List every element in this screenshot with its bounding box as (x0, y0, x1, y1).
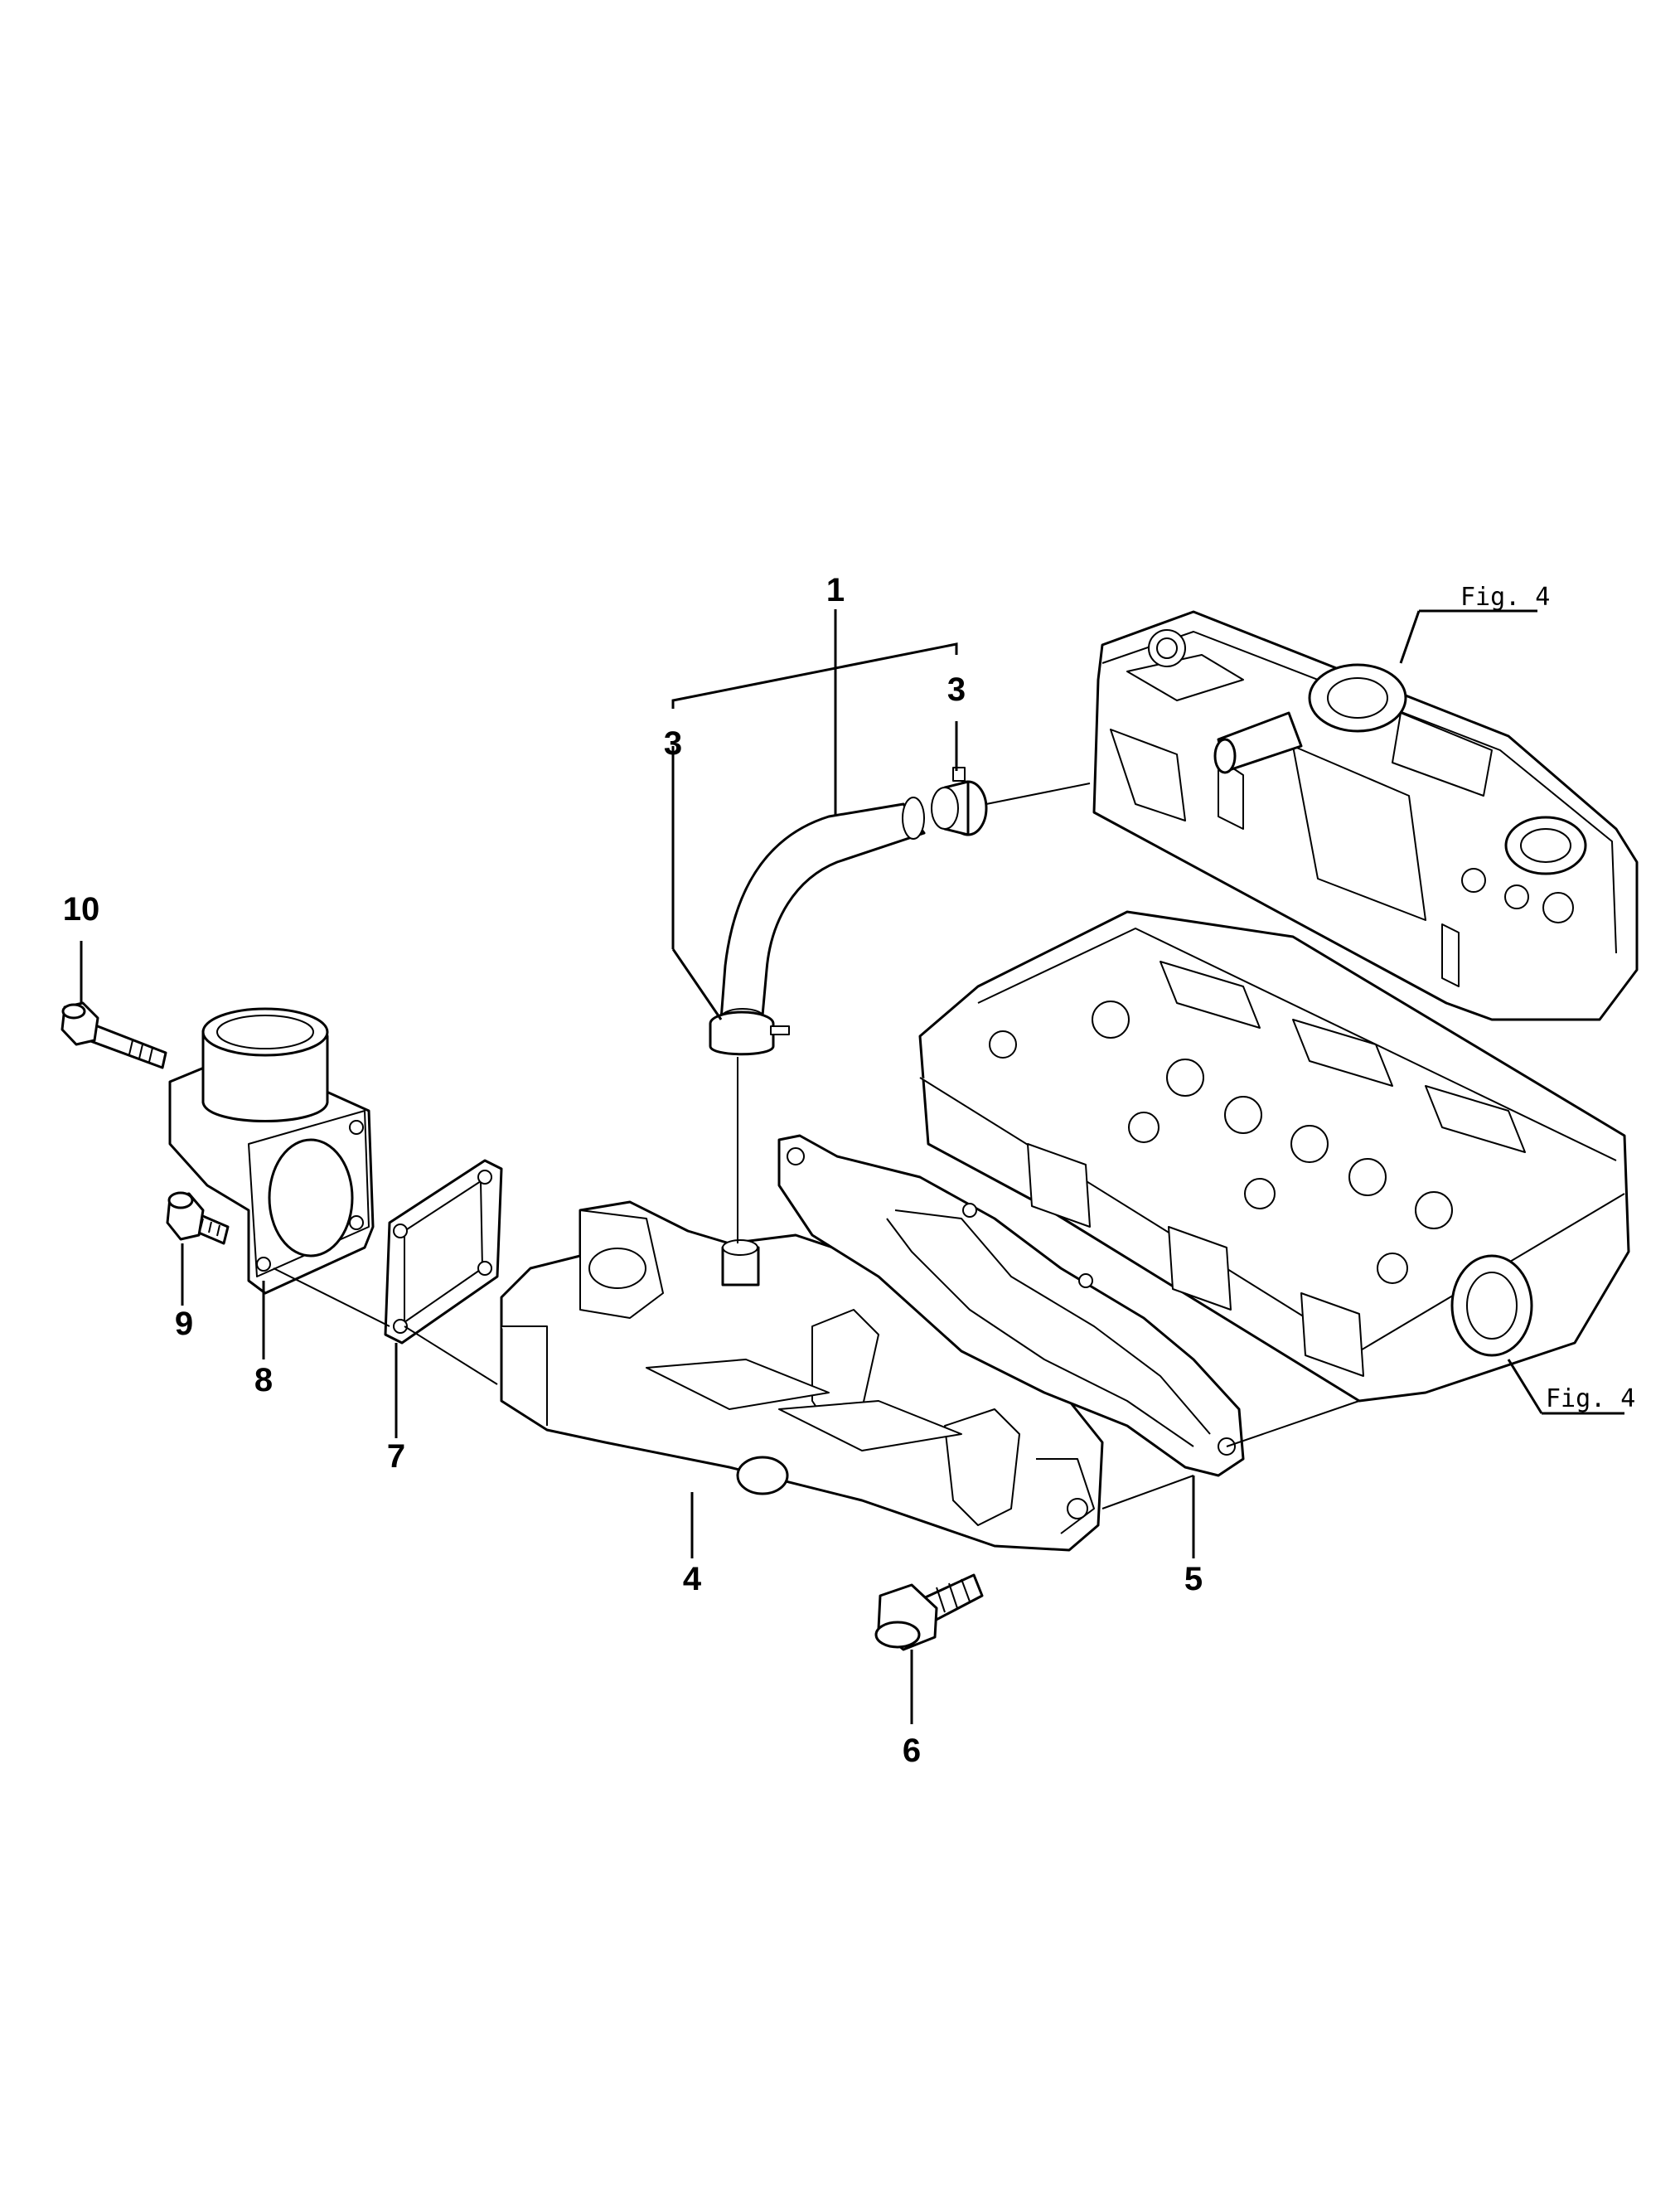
callout-7: 7 (387, 1438, 405, 1475)
callout-8: 8 (254, 1362, 273, 1398)
callout-1: 1 (826, 572, 845, 608)
bolt-short (166, 1191, 230, 1245)
cylinder-head (918, 910, 1630, 1403)
intake-manifold (500, 1200, 1104, 1552)
clamp-upper (931, 767, 988, 836)
valve-cover (1092, 610, 1639, 1021)
callout-10: 10 (63, 891, 100, 928)
leader-lines (80, 609, 1624, 1724)
callout-4: 4 (683, 1561, 702, 1597)
intake-elbow (168, 1007, 375, 1295)
gasket-elbow (384, 1159, 503, 1345)
figure-ref-valve-cover: Fig. 4 (1460, 583, 1550, 612)
bolt-long (61, 1001, 167, 1069)
callout-3-right: 3 (947, 671, 966, 708)
bolt-manifold (874, 1573, 984, 1651)
clamp-lower (709, 1010, 790, 1056)
figure-ref-cylinder-head: Fig. 4 (1546, 1384, 1635, 1413)
hose (719, 797, 926, 1028)
callout-3-left: 3 (664, 725, 682, 762)
callout-6: 6 (903, 1732, 921, 1769)
callout-9: 9 (175, 1306, 193, 1342)
callout-5: 5 (1184, 1561, 1203, 1597)
gasket-manifold (777, 1134, 1245, 1477)
